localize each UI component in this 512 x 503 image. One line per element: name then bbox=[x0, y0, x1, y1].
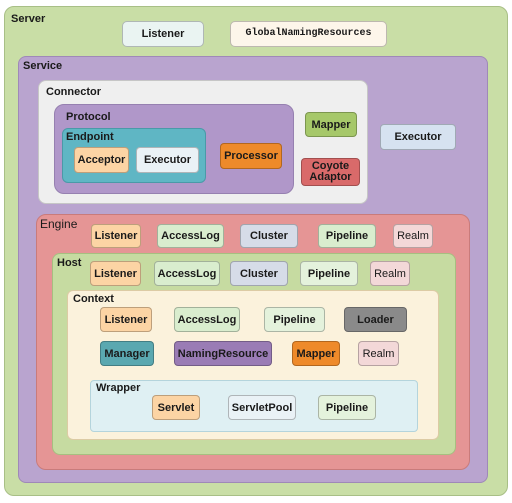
context-mapper-chip: Mapper bbox=[292, 341, 340, 366]
wrapper-servletpool-chip: ServletPool bbox=[228, 395, 296, 420]
protocol-label: Protocol bbox=[66, 111, 111, 123]
engine-realm-chip: Realm bbox=[393, 224, 433, 248]
context-manager-chip: Manager bbox=[100, 341, 154, 366]
context-loader-chip: Loader bbox=[344, 307, 407, 332]
context-pipeline-chip: Pipeline bbox=[264, 307, 325, 332]
context-naming-resource-chip: NamingResource bbox=[174, 341, 272, 366]
host-listener-chip: Listener bbox=[90, 261, 141, 286]
acceptor-chip: Acceptor bbox=[74, 147, 129, 173]
server-listener-chip: Listener bbox=[122, 21, 204, 47]
context-accesslog-chip: AccessLog bbox=[174, 307, 240, 332]
host-label: Host bbox=[57, 257, 82, 269]
engine-listener-chip: Listener bbox=[91, 224, 141, 248]
service-executor-chip: Executor bbox=[380, 124, 456, 150]
processor-chip: Processor bbox=[220, 143, 282, 169]
host-pipeline-chip: Pipeline bbox=[300, 261, 358, 286]
service-label: Service bbox=[23, 60, 63, 72]
engine-accesslog-chip: AccessLog bbox=[157, 224, 224, 248]
coyote-adaptor-chip: Coyote Adaptor bbox=[301, 158, 360, 186]
wrapper-label: Wrapper bbox=[96, 382, 141, 394]
endpoint-label: Endpoint bbox=[66, 131, 114, 143]
engine-label: Engine bbox=[40, 217, 78, 231]
connector-label: Connector bbox=[46, 86, 101, 98]
host-accesslog-chip: AccessLog bbox=[154, 261, 220, 286]
context-label: Context bbox=[73, 293, 114, 305]
engine-pipeline-chip: Pipeline bbox=[318, 224, 376, 248]
host-cluster-chip: Cluster bbox=[230, 261, 288, 286]
engine-cluster-chip: Cluster bbox=[240, 224, 298, 248]
wrapper-servlet-chip: Servlet bbox=[152, 395, 200, 420]
host-realm-chip: Realm bbox=[370, 261, 410, 286]
global-naming-resources-chip: GlobalNamingResources bbox=[230, 21, 387, 47]
connector-mapper-chip: Mapper bbox=[305, 112, 357, 137]
context-listener-chip: Listener bbox=[100, 307, 152, 332]
context-realm-chip: Realm bbox=[358, 341, 399, 366]
wrapper-pipeline-chip: Pipeline bbox=[318, 395, 376, 420]
endpoint-executor-chip: Executor bbox=[136, 147, 199, 173]
server-label: Server bbox=[11, 13, 46, 25]
